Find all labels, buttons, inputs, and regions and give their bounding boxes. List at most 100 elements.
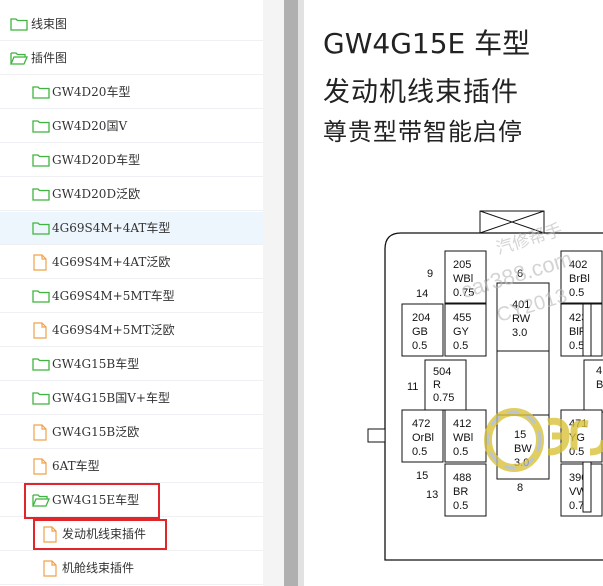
cavity-390: 390 VW 0.75 bbox=[560, 463, 603, 517]
svg-text:GB: GB bbox=[412, 326, 428, 338]
connector-latch bbox=[479, 210, 545, 234]
tree-item-harness-diagram[interactable]: 线束图 bbox=[0, 8, 263, 41]
svg-text:455: 455 bbox=[453, 312, 471, 324]
tree-item-label: 4G69S4M+4AT泛欧 bbox=[52, 255, 171, 269]
tree-item-label: 发动机线束插件 bbox=[62, 527, 147, 541]
tree-item-connector-diagram[interactable]: 插件图 bbox=[0, 42, 263, 75]
cavity-412: 412 WBl 0.5 bbox=[444, 409, 487, 463]
svg-text:B: B bbox=[596, 379, 603, 391]
tree-item-engine-bay-harness-connector[interactable]: 机舱线束插件 bbox=[0, 552, 263, 585]
tree-item-gw4d20d-eu[interactable]: GW4D20D泛欧 bbox=[0, 178, 263, 211]
svg-text:15: 15 bbox=[514, 429, 526, 441]
file-icon bbox=[33, 458, 47, 475]
tree-item-label: GW4G15B泛欧 bbox=[52, 425, 140, 439]
svg-text:OrBl: OrBl bbox=[412, 432, 434, 444]
tree-item-6at[interactable]: 6AT车型 bbox=[0, 450, 263, 483]
file-icon bbox=[33, 424, 47, 441]
tree-item-label: GW4G15E车型 bbox=[52, 493, 140, 507]
pin-label: 14 bbox=[416, 288, 428, 300]
cavity-205: 205 WBl 0.75 bbox=[444, 250, 487, 304]
folder-icon bbox=[32, 290, 50, 303]
svg-text:488: 488 bbox=[453, 472, 471, 484]
connector-diagram: 9 14 6 11 15 13 8 205 WBl 0.75 204 GB 0.… bbox=[367, 210, 603, 561]
connector-rib bbox=[582, 303, 592, 357]
pin-label: 8 bbox=[517, 482, 523, 494]
tree-item-gw4g15b-guo5[interactable]: GW4G15B国V+车型 bbox=[0, 382, 263, 415]
tree-item-4g69-5mt-eu[interactable]: 4G69S4M+5MT泛欧 bbox=[0, 314, 263, 347]
doc-title-harness: 发动机线束插件 bbox=[323, 77, 519, 108]
tree-item-gw4g15b-eu[interactable]: GW4G15B泛欧 bbox=[0, 416, 263, 449]
pin-label: 11 bbox=[407, 381, 418, 393]
file-icon bbox=[43, 526, 57, 543]
tree-item-label: GW4D20车型 bbox=[52, 85, 131, 99]
svg-text:BlR: BlR bbox=[569, 326, 587, 338]
sidebar-tree: 线束图 插件图 GW4D20车型 GW4D20国V GW4D20D车型 GW4D… bbox=[0, 0, 263, 586]
pane-splitter[interactable] bbox=[284, 0, 298, 586]
pin-label: 13 bbox=[426, 489, 438, 501]
doc-title-trim: 尊贵型带智能启停 bbox=[323, 118, 523, 146]
svg-text:402: 402 bbox=[569, 259, 587, 271]
svg-text:WBl: WBl bbox=[453, 273, 473, 285]
tree-item-gw4g15b[interactable]: GW4G15B车型 bbox=[0, 348, 263, 381]
tree-item-label: 4G69S4M+5MT车型 bbox=[52, 289, 175, 303]
svg-text:BrBl: BrBl bbox=[569, 273, 590, 285]
folder-icon bbox=[32, 188, 50, 201]
folder-icon bbox=[32, 222, 50, 235]
tree-item-label: GW4G15B车型 bbox=[52, 357, 140, 371]
svg-text:0.5: 0.5 bbox=[412, 340, 427, 352]
cavity-204: 204 GB 0.5 bbox=[401, 303, 444, 357]
connector-housing bbox=[384, 232, 603, 561]
folder-icon bbox=[10, 18, 28, 31]
folder-icon bbox=[32, 120, 50, 133]
svg-text:412: 412 bbox=[453, 418, 471, 430]
svg-text:0.5: 0.5 bbox=[453, 446, 468, 458]
svg-text:3.0: 3.0 bbox=[512, 327, 527, 339]
tree-item-gw4g15e[interactable]: GW4G15E车型 bbox=[0, 484, 263, 517]
svg-text:RW: RW bbox=[512, 313, 531, 325]
tree-item-label: GW4D20D泛欧 bbox=[52, 187, 141, 201]
svg-text:4: 4 bbox=[596, 365, 602, 377]
file-icon bbox=[33, 322, 47, 339]
tree-item-label: 4G69S4M+5MT泛欧 bbox=[52, 323, 175, 337]
tree-item-gw4d20[interactable]: GW4D20车型 bbox=[0, 76, 263, 109]
svg-text:504: 504 bbox=[433, 366, 451, 378]
pin-label: 9 bbox=[427, 268, 433, 280]
folder-icon bbox=[32, 392, 50, 405]
svg-text:WBl: WBl bbox=[453, 432, 473, 444]
connector-rib bbox=[582, 461, 592, 513]
tree-item-4g69-5mt[interactable]: 4G69S4M+5MT车型 bbox=[0, 280, 263, 313]
folder-icon bbox=[32, 86, 50, 99]
tree-item-label: GW4G15B国V+车型 bbox=[52, 391, 170, 405]
tree-item-label: 插件图 bbox=[31, 51, 68, 65]
folder-open-icon bbox=[32, 494, 50, 507]
tree-item-engine-harness-connector[interactable]: 发动机线束插件 bbox=[0, 518, 263, 551]
svg-text:BW: BW bbox=[514, 443, 532, 455]
tree-item-4g69-4at[interactable]: 4G69S4M+4AT车型 bbox=[0, 212, 263, 245]
svg-text:205: 205 bbox=[453, 259, 471, 271]
tree-item-gw4d20d[interactable]: GW4D20D车型 bbox=[0, 144, 263, 177]
svg-text:204: 204 bbox=[412, 312, 430, 324]
svg-text:0.5: 0.5 bbox=[453, 340, 468, 352]
tree-item-label: 6AT车型 bbox=[52, 459, 100, 473]
cavity-455: 455 GY 0.5 bbox=[444, 303, 487, 357]
folder-open-icon bbox=[10, 52, 28, 65]
logo-watermark bbox=[484, 408, 603, 472]
tree-item-4g69-4at-eu[interactable]: 4G69S4M+4AT泛欧 bbox=[0, 246, 263, 279]
svg-text:R: R bbox=[433, 379, 441, 391]
svg-text:0.5: 0.5 bbox=[412, 446, 427, 458]
doc-title-model: GW4G15E 车型 bbox=[323, 27, 531, 60]
tree-item-gw4d20-guo5[interactable]: GW4D20国V bbox=[0, 110, 263, 143]
folder-icon bbox=[32, 154, 50, 167]
cavity-504: 504 R 0.75 bbox=[424, 359, 467, 411]
connector-side-tab bbox=[367, 428, 386, 443]
highlight-box-selected-file bbox=[33, 519, 167, 550]
highlight-box-model bbox=[24, 483, 160, 519]
svg-text:0.5: 0.5 bbox=[453, 500, 468, 512]
tree-item-label: GW4D20D车型 bbox=[52, 153, 141, 167]
svg-text:0.5: 0.5 bbox=[569, 287, 584, 299]
svg-text:472: 472 bbox=[412, 418, 430, 430]
folder-icon bbox=[32, 358, 50, 371]
svg-text:BR: BR bbox=[453, 486, 468, 498]
svg-text:GY: GY bbox=[453, 326, 470, 338]
svg-text:401: 401 bbox=[512, 299, 530, 311]
